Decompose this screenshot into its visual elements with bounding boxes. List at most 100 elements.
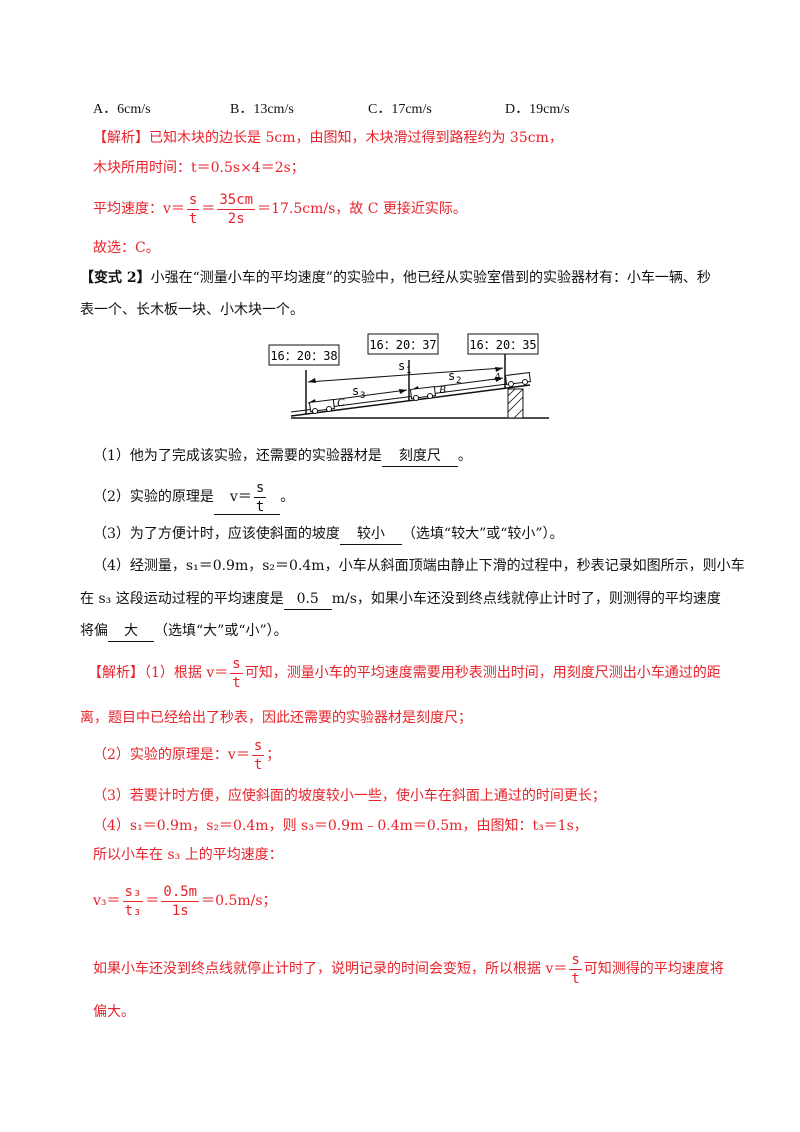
s1-arrow: [307, 367, 504, 383]
q3-text: （3）为了方便计时，应该使斜面的坡度: [93, 526, 340, 542]
option-d: D．19cm/s: [505, 102, 570, 117]
q4-answer-bias: 大: [108, 621, 154, 642]
point-b: B: [439, 384, 446, 396]
q2-text: （2）实验的原理是: [93, 489, 214, 505]
clock-b-box: [367, 333, 439, 355]
frac-den: t: [571, 970, 580, 987]
frac-num: 0.5m: [161, 883, 200, 902]
s3-sub: 3: [360, 391, 365, 401]
frac-den: t: [255, 498, 265, 515]
frac-den: t: [232, 674, 241, 691]
variant-line1: 【变式 2】小强在“测量小车的平均速度”的实验中，他已经从实验室借到的实验器材有…: [80, 268, 711, 288]
s2-arrowhead-right: [495, 377, 503, 382]
variant-line2: 表一个、长木板一块、小木块一个。: [80, 302, 304, 318]
speed-label: 平均速度：v＝: [93, 201, 185, 217]
clock-b: 16：20：37: [369, 338, 436, 352]
frac-den: t₃: [124, 902, 142, 919]
clock-a: 16：20：35: [469, 338, 536, 352]
frac-den: 1s: [171, 902, 189, 919]
q4-text-3: 将偏: [80, 623, 108, 639]
option-b: B．13cm/s: [230, 102, 294, 117]
a2-text-2: 可知，测量小车的平均速度需要用秒表测出时间，用刻度尺测出小车通过的距: [244, 665, 721, 681]
question-4-line3: 将偏大（选填“大”或“小”）。: [80, 621, 288, 642]
analysis1-line2: 木块所用时间：t＝0.5s×4＝2s；: [93, 160, 305, 176]
s1-arrowhead-left: [308, 378, 316, 383]
analysis2-line4: （3）若要计时方便，应使斜面的坡度较小一些，使小车在斜面上通过的时间更长；: [93, 788, 606, 804]
analysis2-line9: 偏大。: [93, 1004, 135, 1020]
option-c: C．17cm/s: [368, 102, 432, 117]
equals: ＝: [201, 201, 216, 217]
cart-a: [504, 372, 531, 387]
q4-text: 在 s₃ 这段运动过程的平均速度是: [80, 591, 284, 607]
frac-num: 35cm: [217, 191, 256, 210]
frac-den: 2s: [227, 210, 245, 227]
q1-end: 。: [457, 448, 472, 464]
q1-text: （1）他为了完成该实验，还需要的实验器材是: [93, 448, 382, 464]
q4-answer-speed: 0.5: [283, 589, 332, 610]
analysis2-tag: 【解析】: [88, 665, 144, 681]
frac-den: t: [188, 210, 198, 227]
a2-p2-end: ；: [266, 747, 281, 763]
s3-label: s: [352, 384, 359, 398]
q4-tail: （选填“大”或“小”）。: [154, 623, 288, 639]
a2-p2: （2）实验的原理是：v＝: [93, 747, 250, 763]
s3-arrowhead-right: [399, 389, 407, 394]
question-1: （1）他为了完成该实验，还需要的实验器材是刻度尺。: [93, 446, 472, 467]
question-4-line1: （4）经测量，s₁＝0.9m，s₂＝0.4m，小车从斜面顶端由静止下滑的过程中，…: [93, 558, 745, 574]
analysis2-line6: 所以小车在 s₃ 上的平均速度：: [93, 847, 283, 863]
cart-b: [409, 386, 436, 401]
v3-result: ＝0.5m/s；: [201, 893, 277, 909]
s1-arrowhead-right: [495, 367, 503, 372]
a2-p7-end: 可知测得的平均速度将: [583, 961, 724, 977]
s1-label: s: [398, 359, 405, 373]
clock-a-box: [467, 333, 539, 355]
a2-p7: 如果小车还没到终点线就停止计时了，说明记录的时间会变短，所以根据 v＝: [93, 961, 568, 977]
s2-sub: 2: [456, 376, 461, 386]
frac-den: t: [253, 756, 263, 773]
question-3: （3）为了方便计时，应该使斜面的坡度较小（选填“较大”或“较小”）。: [93, 524, 564, 545]
analysis1-text: 已知木块的边长是 5cm，由图知，木块滑过得到路程约为 35cm，: [149, 130, 563, 146]
variant-tag: 【变式 2】: [80, 270, 151, 286]
analysis2-line5: （4）s₁＝0.9m，s₂＝0.4m，则 s₃＝0.9m﹣0.4m＝0.5m，由…: [93, 818, 588, 834]
frac-num: s: [253, 479, 267, 498]
a2-text: （1）根据 v＝: [144, 665, 229, 681]
s2-label: s: [448, 369, 455, 383]
frac-num: s: [251, 737, 265, 756]
frac-num: s: [230, 655, 243, 674]
frac-num: s: [186, 191, 200, 210]
q1-answer: 刻度尺: [381, 446, 458, 467]
frac-num: s₃: [122, 883, 144, 902]
point-c: C: [337, 397, 345, 409]
analysis2-line2: 离，题目中已经给出了秒表，因此还需要的实验器材是刻度尺；: [80, 710, 472, 726]
q3-tail: （选填“较大”或“较小”）。: [401, 526, 564, 542]
v3-label: v₃＝: [93, 893, 121, 909]
clock-c: 16：20：38: [270, 349, 337, 363]
block-hatch: [507, 388, 524, 419]
q4-text-2: m/s，如果小车还没到终点线就停止计时了，则测得的平均速度: [331, 591, 721, 607]
point-a: A: [493, 371, 501, 383]
q3-answer: 较小: [339, 524, 402, 545]
frac-num: s: [569, 951, 582, 970]
variant-text: 小强在“测量小车的平均速度”的实验中，他已经从实验室借到的实验器材有：小车一辆、…: [150, 270, 711, 286]
q2-end: 。: [280, 489, 295, 505]
q2-v: v＝: [229, 489, 252, 505]
analysis1-line4: 故选：C。: [93, 240, 160, 256]
s1-sub: 1: [406, 366, 411, 376]
analysis-tag: 【解析】: [93, 130, 149, 146]
clock-c-box: [268, 344, 340, 366]
speed-result: ＝17.5cm/s，故 C 更接近实际。: [257, 201, 467, 217]
